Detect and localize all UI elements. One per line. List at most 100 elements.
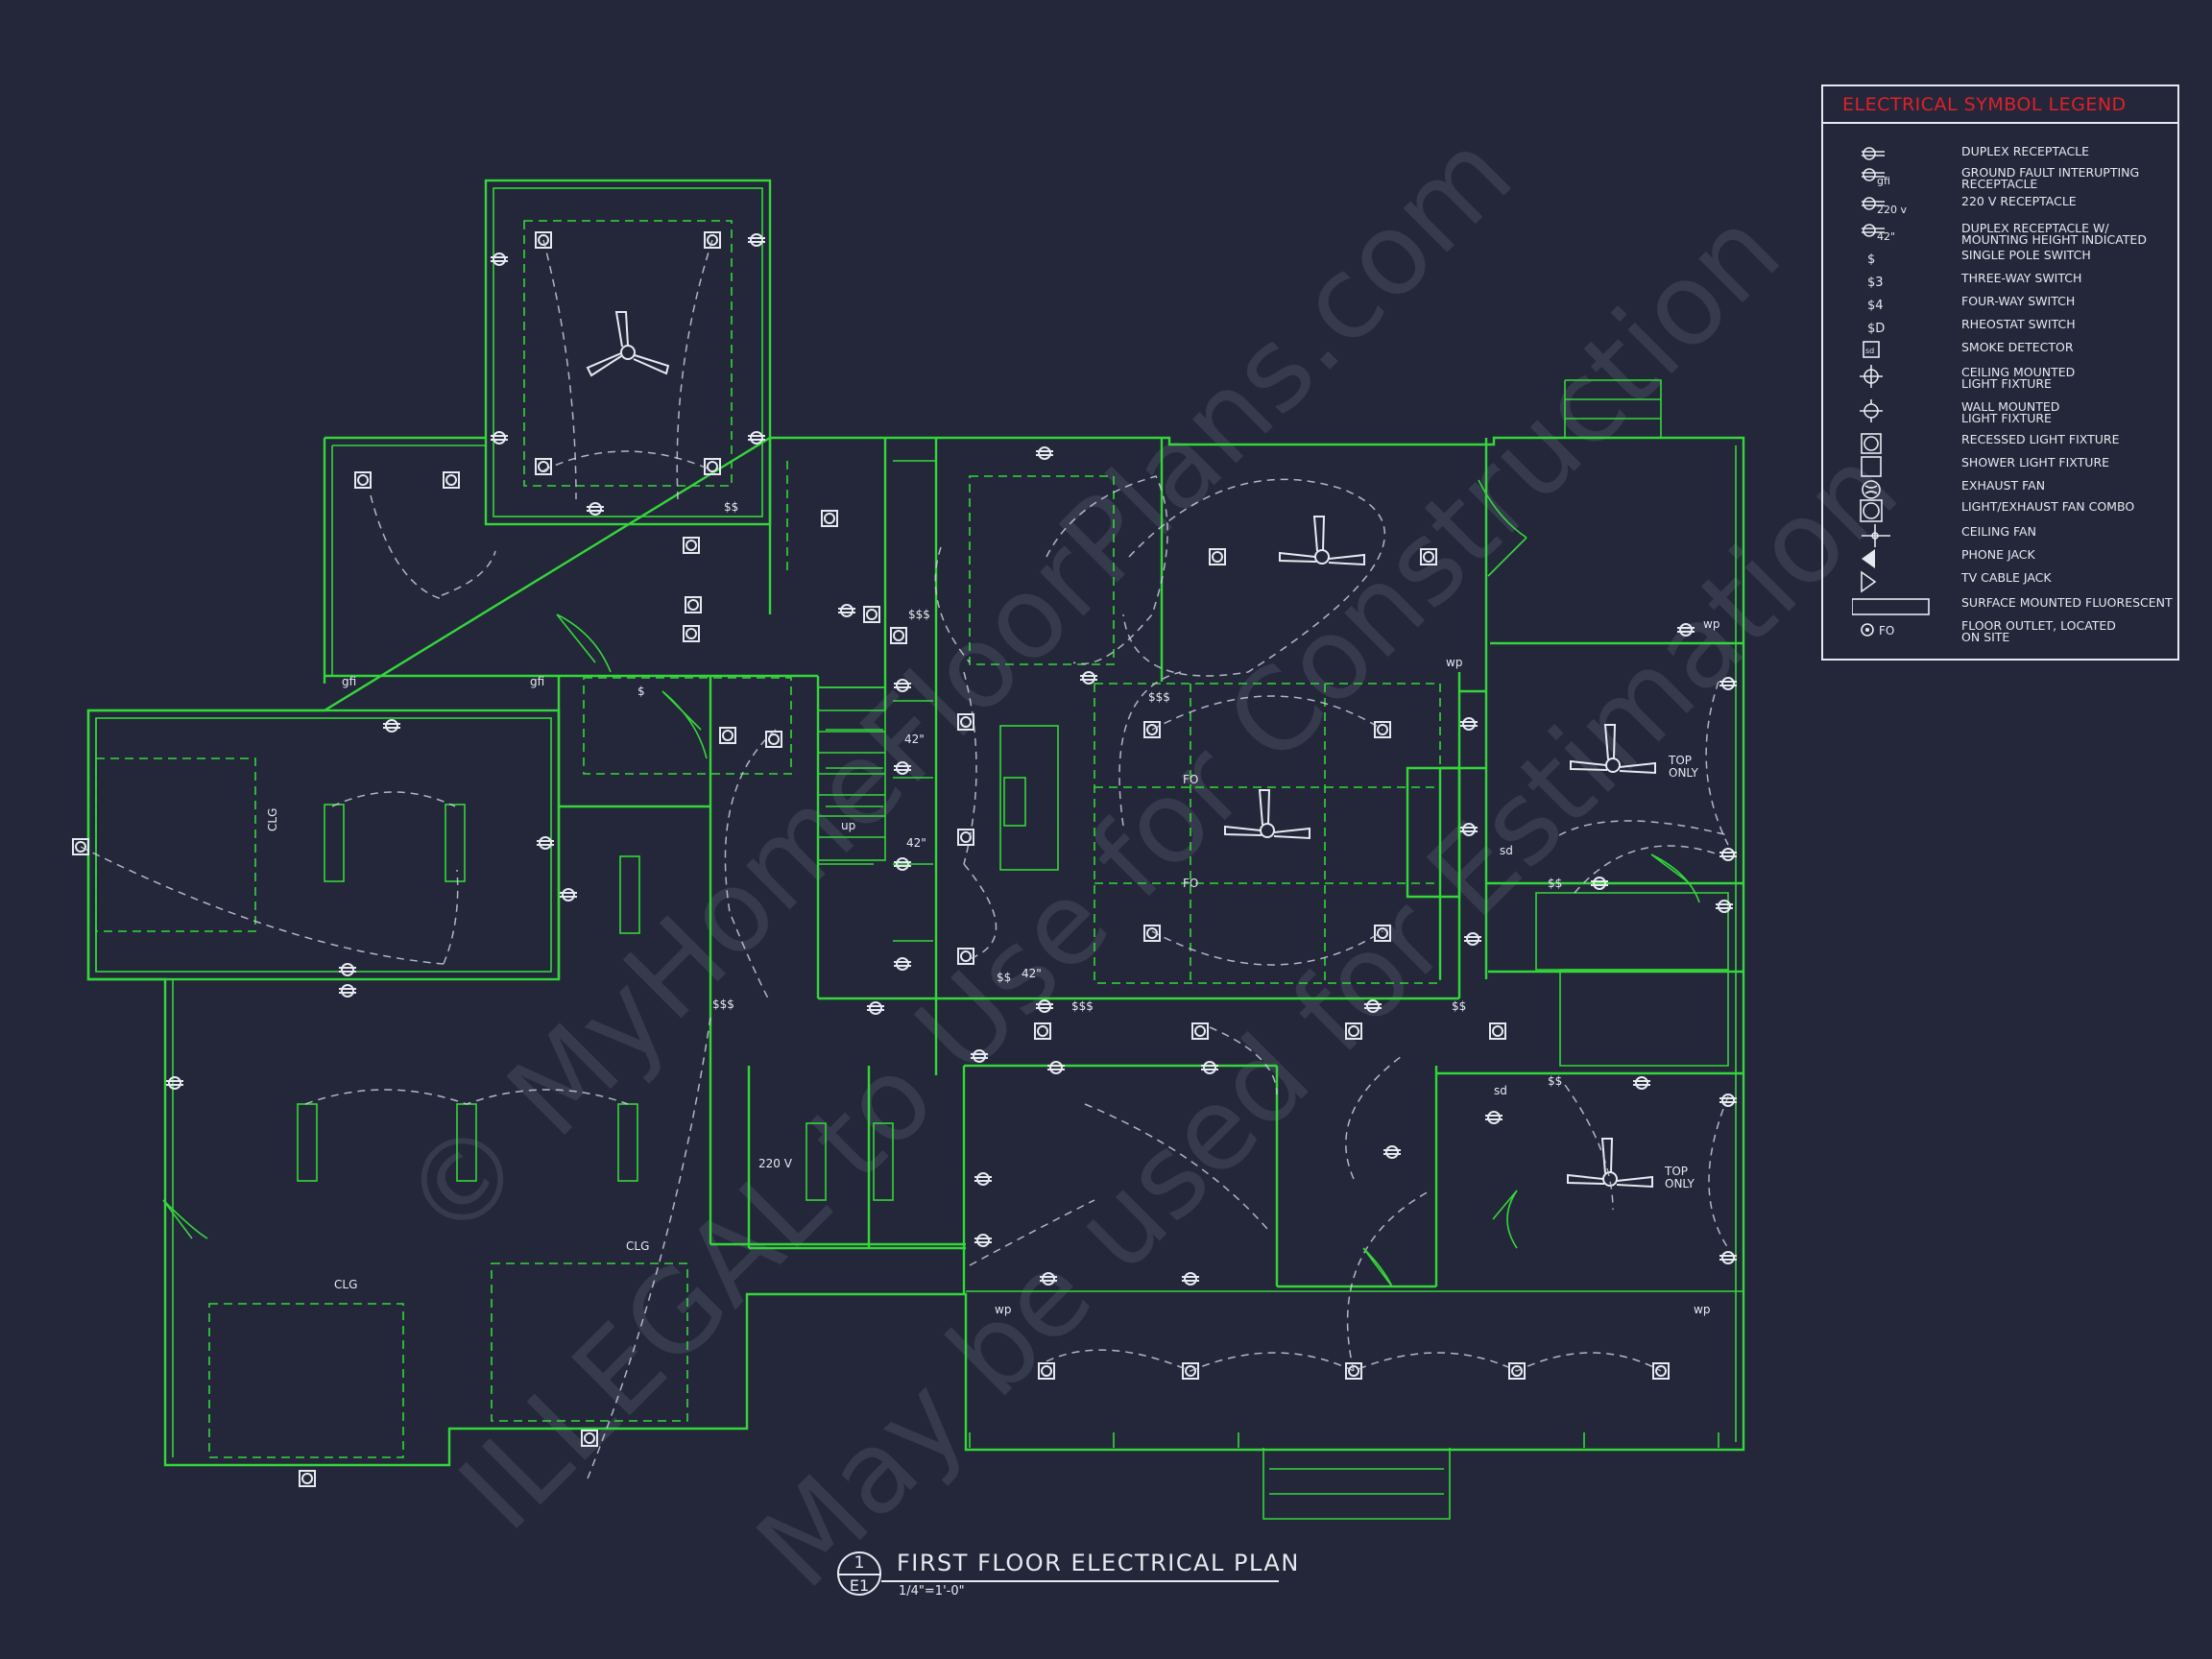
drawing-title: FIRST FLOOR ELECTRICAL PLAN [897, 1550, 1300, 1576]
fluorescent-fixtures [297, 804, 894, 1201]
duplex-receptacle-icon [1038, 446, 1051, 460]
wp-label-3: wp [995, 1303, 1011, 1316]
recessed-light-icon [443, 471, 460, 489]
floor-outlet-label-2: FO [1183, 877, 1198, 890]
clg-label-1: CLG [266, 808, 279, 831]
recessed-light-lens [1511, 1365, 1523, 1377]
receptacle-mark [1080, 675, 1097, 681]
receptacle-mark [491, 435, 508, 441]
recessed-light-lens [1185, 1365, 1196, 1377]
recessed-light-icon [863, 606, 880, 623]
recessed-light-lens [707, 234, 718, 246]
legend-item-label: THREE-WAY SWITCH [1961, 271, 2082, 285]
smoke-detector-icon: sd [1852, 340, 1929, 365]
recessed-light-icon [1345, 1362, 1362, 1380]
legend-item-label: RECESSED LIGHT FIXTURE [1961, 432, 2120, 446]
ceiling-lines [95, 220, 1487, 1458]
receptacle-mark [894, 683, 911, 688]
recessed-light-lens [538, 234, 549, 246]
receptacle-mark [1040, 1276, 1057, 1282]
duplex-receptacle-icon [1679, 623, 1693, 637]
receptacle-mark [1719, 681, 1737, 686]
recessed-light-icon [1652, 1362, 1670, 1380]
receptacle-mark [491, 256, 508, 262]
rheostat-switch-icon: $D [1852, 317, 1929, 342]
receptacle-mark [339, 988, 356, 994]
recessed-light-lens [445, 474, 457, 486]
recessed-light-lens [1194, 1025, 1206, 1037]
four-way-switch-icon: $4 [1852, 294, 1929, 319]
receptacle-mark [1677, 627, 1695, 633]
receptacle-mark [974, 1238, 992, 1243]
receptacle-mark [971, 1053, 988, 1059]
recessed-light-icon [1420, 548, 1437, 565]
receptacle-mark [894, 765, 911, 771]
duplex-receptacle-icon [1721, 1094, 1735, 1107]
duplex-receptacle-icon [1462, 823, 1476, 836]
smoke-detector-label-1: sd [1500, 844, 1513, 857]
duplex-receptacle-icon [1593, 877, 1606, 890]
stairs [817, 686, 886, 861]
recessed-light-icon [1143, 925, 1161, 942]
floor-outlet-icon: FO [1852, 618, 1929, 643]
duplex-receptacle-icon [840, 604, 854, 617]
recessed-light-lens [685, 540, 697, 551]
recessed-light-lens [1492, 1025, 1503, 1037]
duplex-receptacle-icon [976, 1234, 990, 1247]
kitchen-sink [1003, 777, 1026, 827]
duplex-receptacle-icon [1082, 671, 1095, 685]
recessed-light-icon [581, 1430, 598, 1447]
duplex-receptacle-icon [1466, 932, 1479, 946]
switch-label-4: $$ [997, 971, 1011, 984]
receptacle-mark [894, 861, 911, 867]
recessed-light-lens [824, 513, 835, 524]
duplex-receptacle-icon [168, 1076, 181, 1090]
switch-label-10: $$$ [908, 608, 930, 621]
recessed-light-icon [354, 471, 372, 489]
duplex-receptacle-icon [341, 963, 354, 976]
legend-item-label: EXHAUST FAN [1961, 478, 2046, 493]
recessed-light-lens [707, 461, 718, 472]
legend-item-label: RHEOSTAT SWITCH [1961, 317, 2076, 331]
watermark: © MyHomeFloorPlans.com ILLEGAL to Use fo… [376, 107, 1922, 1613]
kitchen-island [999, 725, 1059, 871]
wp-label-4: wp [1694, 1303, 1710, 1316]
legend-divider [1823, 122, 2177, 124]
duplex-receptacle-icon [1385, 1145, 1399, 1159]
wiring [80, 239, 1729, 1479]
svg-text:$3: $3 [1867, 276, 1884, 290]
recessed-light-lens [1146, 724, 1158, 735]
exterior-walls [86, 179, 1745, 1467]
tv-jack-icon [1852, 570, 1929, 595]
height-receptacle-icon: 42" [1852, 221, 1929, 246]
recessed-light-icon [535, 458, 552, 475]
switch-label-2: $$ [724, 500, 738, 514]
ceiling-fan-icon [1852, 524, 1929, 549]
recessed-light-icon [957, 713, 974, 731]
door-swings [162, 479, 1700, 1287]
recessed-light-icon [719, 727, 736, 744]
recessed-light-lens [1377, 724, 1388, 735]
duplex-receptacle-icon [1721, 677, 1735, 690]
svg-text:42": 42" [1877, 230, 1895, 243]
receptacle-mark [339, 967, 356, 973]
receptacle-mark [1364, 1003, 1382, 1009]
recessed-light-icon [890, 627, 907, 644]
wp-label-1: wp [1703, 617, 1719, 631]
svg-text:sd: sd [1865, 347, 1874, 355]
duplex-receptacle-icon [750, 431, 763, 445]
recessed-light-icon [1508, 1362, 1526, 1380]
up-label: up [841, 819, 855, 832]
recessed-light-icon [1182, 1362, 1199, 1380]
switch-label-8: $$ [1548, 1074, 1562, 1088]
legend-item-label: FLOOR OUTLET, LOCATED ON SITE [1961, 618, 2116, 644]
receptacle-mark [1719, 1097, 1737, 1103]
recessed-light-lens [538, 461, 549, 472]
recessed-light-lens [960, 716, 972, 728]
gfi-label-1: gfi [342, 675, 356, 688]
receptacle-mark [748, 237, 765, 243]
switch-label-5: $$$ [1148, 690, 1170, 704]
svg-text:$: $ [1867, 252, 1875, 267]
